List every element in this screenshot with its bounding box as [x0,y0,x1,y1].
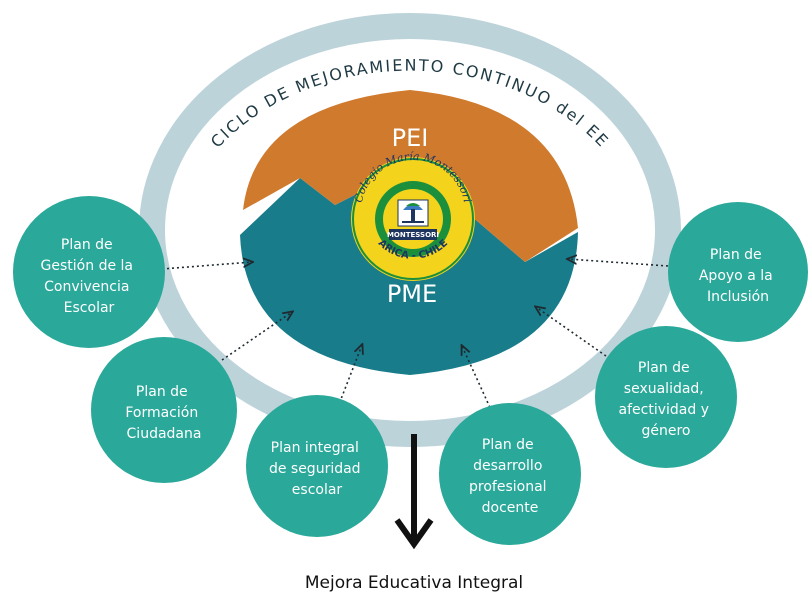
bubble-line: sexualidad, [624,381,704,397]
bubble-line: Plan de [482,437,534,453]
connector-desarrollo [462,346,493,413]
bubble-line: Apoyo a la [699,268,773,284]
bubble-line: afectividad y [619,402,709,418]
logo-band [389,229,437,240]
bubble-line: Gestión de la [41,258,133,274]
bubble-line: desarrollo [473,458,542,474]
plan-bubble-formacion: Plan de Formación Ciudadana [91,337,237,483]
connector-arrows [161,259,669,413]
plan-bubble-sexualidad: Plan de sexualidad, afectividad y género [595,326,737,468]
svg-text:Plan de desarrollo: Plan de desarrollo profesional docente [469,437,551,516]
bubble-line: Inclusión [707,289,769,305]
down-arrow-icon [394,434,434,550]
bubble-line: Formación [125,405,198,421]
logo-band-text: MONTESSORI [387,231,439,239]
plan-bubble-inclusion: Plan de Apoyo a la Inclusión [668,202,808,342]
school-logo: MONTESSORI Colegio María Montessori ARIC… [351,150,475,281]
connector-convivencia [161,262,252,270]
plan-bubble-seguridad: Plan integral de seguridad escolar [246,395,388,537]
connector-formacion [221,312,292,361]
plan-bubble-desarrollo: Plan de desarrollo profesional docente [439,403,581,545]
svg-text:Plan integral de segurid: Plan integral de seguridad escolar [269,440,365,498]
pei-label: PEI [392,124,429,152]
bubble-line: profesional [469,479,547,495]
bubble-line: escolar [292,482,343,498]
svg-text:Plan de Apoyo a la: Plan de Apoyo a la Inclusión [699,247,777,305]
tree-emblem-icon [397,199,429,227]
bubble-line: Plan integral [271,440,359,456]
svg-text:Plan de Gestión de la: Plan de Gestión de la Convivencia Escola… [41,237,138,316]
bubble-line: de seguridad [269,461,361,477]
plan-bubble-convivencia: Plan de Gestión de la Convivencia Escola… [13,196,165,348]
bubble-line: Plan de [61,237,113,253]
bubble-line: docente [482,500,539,516]
connector-inclusion [568,259,669,267]
svg-text:Plan de Formación: Plan de Formación Ciudadana [125,384,202,442]
bubble-line: género [642,423,691,439]
connector-sexualidad [536,307,607,357]
bubble-line: Convivencia [44,279,129,295]
bubble-line: Plan de [710,247,762,263]
bubble-line: Ciudadana [127,426,202,442]
bubble-line: Escolar [64,300,115,316]
caption: Mejora Educativa Integral [305,573,523,593]
bubble-line: Plan de [136,384,188,400]
pme-label: PME [387,280,437,308]
svg-text:Plan de sexualidad,: Plan de sexualidad, afectividad y género [619,360,714,439]
bubble-line: Plan de [638,360,690,376]
